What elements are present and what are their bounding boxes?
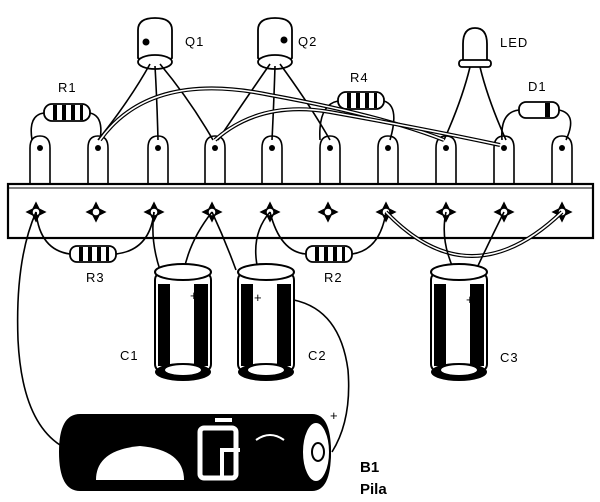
label-c2: C2	[308, 348, 327, 363]
resistor-r2	[269, 211, 387, 263]
label-q2: Q2	[298, 34, 317, 49]
capacitor-c1	[154, 263, 212, 381]
component-labels: Q1 Q2 LED R1 R4 D1 R3 R2 C1 C2 C3 + + + …	[58, 34, 547, 498]
label-led: LED	[500, 35, 528, 50]
resistor-r1	[30, 103, 102, 141]
label-r3: R3	[86, 270, 105, 285]
diode-d1	[501, 101, 572, 141]
plus-c1: +	[190, 288, 199, 303]
plus-c2: +	[254, 290, 263, 305]
top-jumper-wires	[98, 86, 501, 147]
label-r2: R2	[324, 270, 343, 285]
resistor-r4	[319, 91, 395, 141]
label-c1: C1	[120, 348, 139, 363]
label-r1: R1	[58, 80, 77, 95]
capacitor-c2	[237, 263, 295, 381]
plus-c3: +	[466, 292, 475, 307]
label-d1: D1	[528, 79, 547, 94]
battery-positive-wire	[293, 299, 350, 453]
label-r4: R4	[350, 70, 369, 85]
lug-holes	[37, 145, 565, 151]
terminal-strip	[6, 135, 595, 240]
label-b1: B1	[360, 459, 379, 476]
bottom-jumper-wire-inner	[385, 211, 563, 257]
label-c3: C3	[500, 350, 519, 365]
battery-b1	[58, 414, 332, 491]
top-lugs	[29, 135, 573, 186]
capacitor-c3	[430, 263, 488, 381]
led	[443, 27, 507, 141]
label-pila: Pila	[360, 481, 387, 498]
battery-negative-wire	[16, 211, 61, 446]
label-q1: Q1	[185, 34, 204, 49]
plus-battery: +	[330, 408, 339, 423]
